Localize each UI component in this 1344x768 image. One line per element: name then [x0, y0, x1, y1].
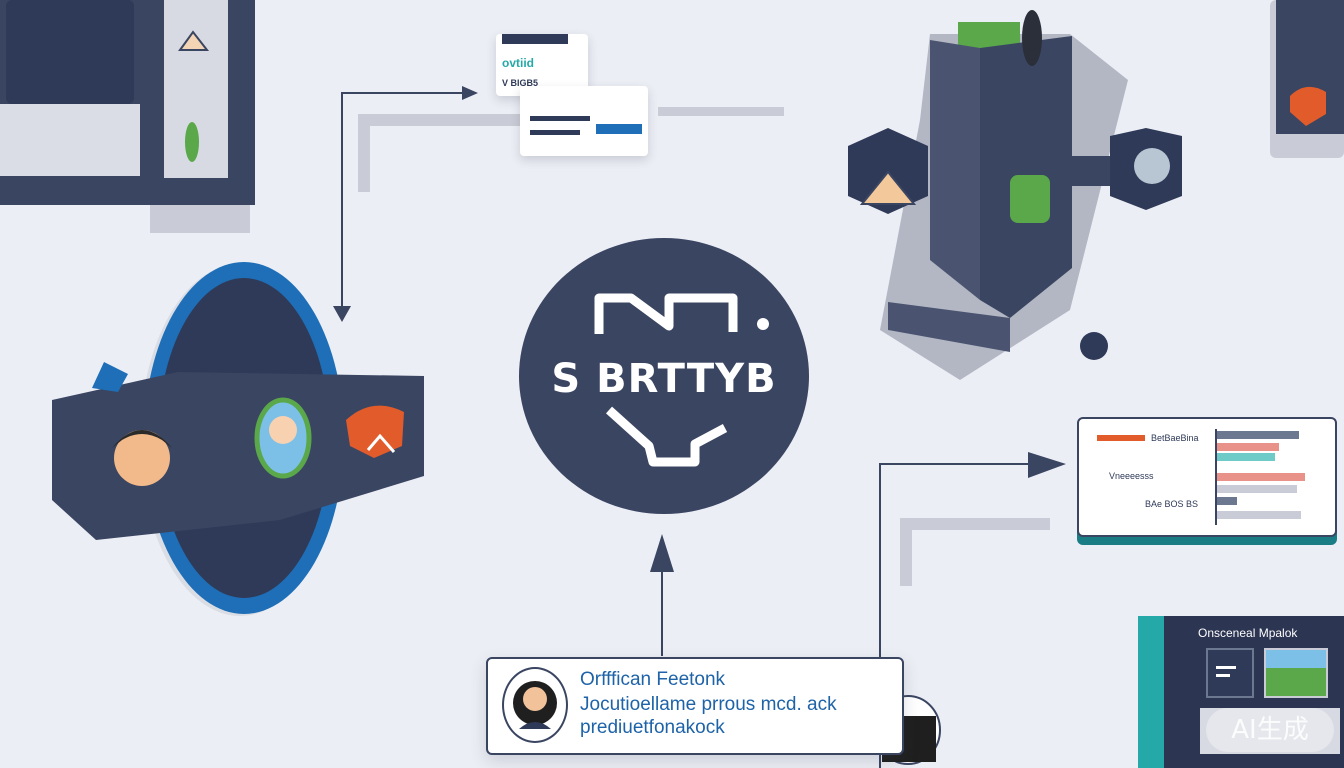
- report-accent-bar: [1097, 435, 1145, 441]
- central-hub[interactable]: S BRTTYB: [519, 238, 809, 514]
- arrow-right-head-top: [462, 86, 478, 100]
- doc-back-line: [530, 116, 590, 121]
- report-card[interactable]: BetBaeBina Vneeeesss BAe BOS BS: [1077, 417, 1337, 537]
- arrow-right-head-report: [1028, 452, 1066, 478]
- faint-bracket-top: [358, 114, 520, 192]
- report-row-2: Vneeeesss: [1109, 471, 1154, 481]
- user-avatar-3-mark: [366, 433, 396, 453]
- doc-back-accent: [596, 124, 642, 134]
- top-document-card[interactable]: ovtiid V BIGB5: [496, 34, 588, 96]
- faint-bracket-right: [900, 518, 1050, 586]
- feedback-card[interactable]: Orfffican Feetonk Jocutioellame prrous m…: [486, 657, 904, 755]
- faint-bar-top: [658, 107, 784, 116]
- top-left-screen: [6, 0, 134, 104]
- leaf-icon: [185, 122, 199, 162]
- feedback-line-3: prediuetfonakock: [580, 717, 725, 738]
- panel-footer: [1200, 708, 1340, 754]
- feedback-line-2: Jocutioellame prrous mcd. ack: [580, 694, 837, 715]
- feedback-line-1: Orfffican Feetonk: [580, 669, 726, 690]
- hub-label: S BRTTYB: [551, 356, 777, 402]
- report-bar: [1217, 443, 1279, 451]
- arrow-up-head: [650, 534, 674, 572]
- top-right-dot: [1080, 332, 1108, 360]
- triangle-icon: [178, 30, 210, 51]
- report-bar: [1217, 511, 1301, 519]
- top-left-base: [150, 205, 250, 233]
- report-bar: [1217, 485, 1297, 493]
- left-badge-flag: [92, 362, 128, 392]
- user-avatar-4: [1134, 148, 1170, 184]
- hub-circuit-icon: [594, 293, 769, 467]
- corner-device-icon: [1290, 86, 1326, 126]
- panel-doc-icon: [1206, 648, 1254, 698]
- doc-back-line: [530, 130, 580, 135]
- arrow-down-head: [333, 306, 351, 322]
- doc-line-2: V BIGB5: [502, 78, 539, 88]
- connector-top-left: [341, 92, 470, 310]
- user-avatar-1-hair: [112, 430, 172, 448]
- bottom-right-panel[interactable]: Onsceneal Mpalok: [1138, 616, 1344, 768]
- top-right-base: [888, 302, 1010, 352]
- user-avatar-2-face: [269, 416, 297, 444]
- ai-watermark: AI生成: [1206, 708, 1334, 752]
- report-bar: [1217, 473, 1305, 481]
- doc-line-1: ovtiid: [502, 56, 534, 70]
- report-row-3: BAe BOS BS: [1145, 499, 1199, 509]
- feedback-avatar: [502, 667, 568, 743]
- report-divider: [1215, 429, 1217, 525]
- top-right-green-button: [1010, 175, 1050, 223]
- mountain-icon: [859, 170, 917, 205]
- report-bar: [1217, 431, 1299, 439]
- panel-accent: [1138, 616, 1164, 768]
- report-bar: [1217, 497, 1237, 505]
- top-right-connector: [1072, 156, 1112, 186]
- top-right-tower-side: [930, 40, 980, 300]
- left-badge-band: [52, 372, 424, 540]
- report-row-1: BetBaeBina: [1151, 433, 1199, 443]
- doc-header-bar: [502, 34, 568, 44]
- person-icon: [513, 681, 557, 729]
- panel-image-icon: [1264, 648, 1328, 698]
- top-left-tray: [0, 104, 140, 176]
- top-document-card-back: [520, 86, 648, 156]
- panel-title: Onsceneal Mpalok: [1198, 626, 1298, 640]
- rocket-icon: [1022, 10, 1042, 66]
- report-bar: [1217, 453, 1275, 461]
- user-avatar-1: [114, 430, 170, 486]
